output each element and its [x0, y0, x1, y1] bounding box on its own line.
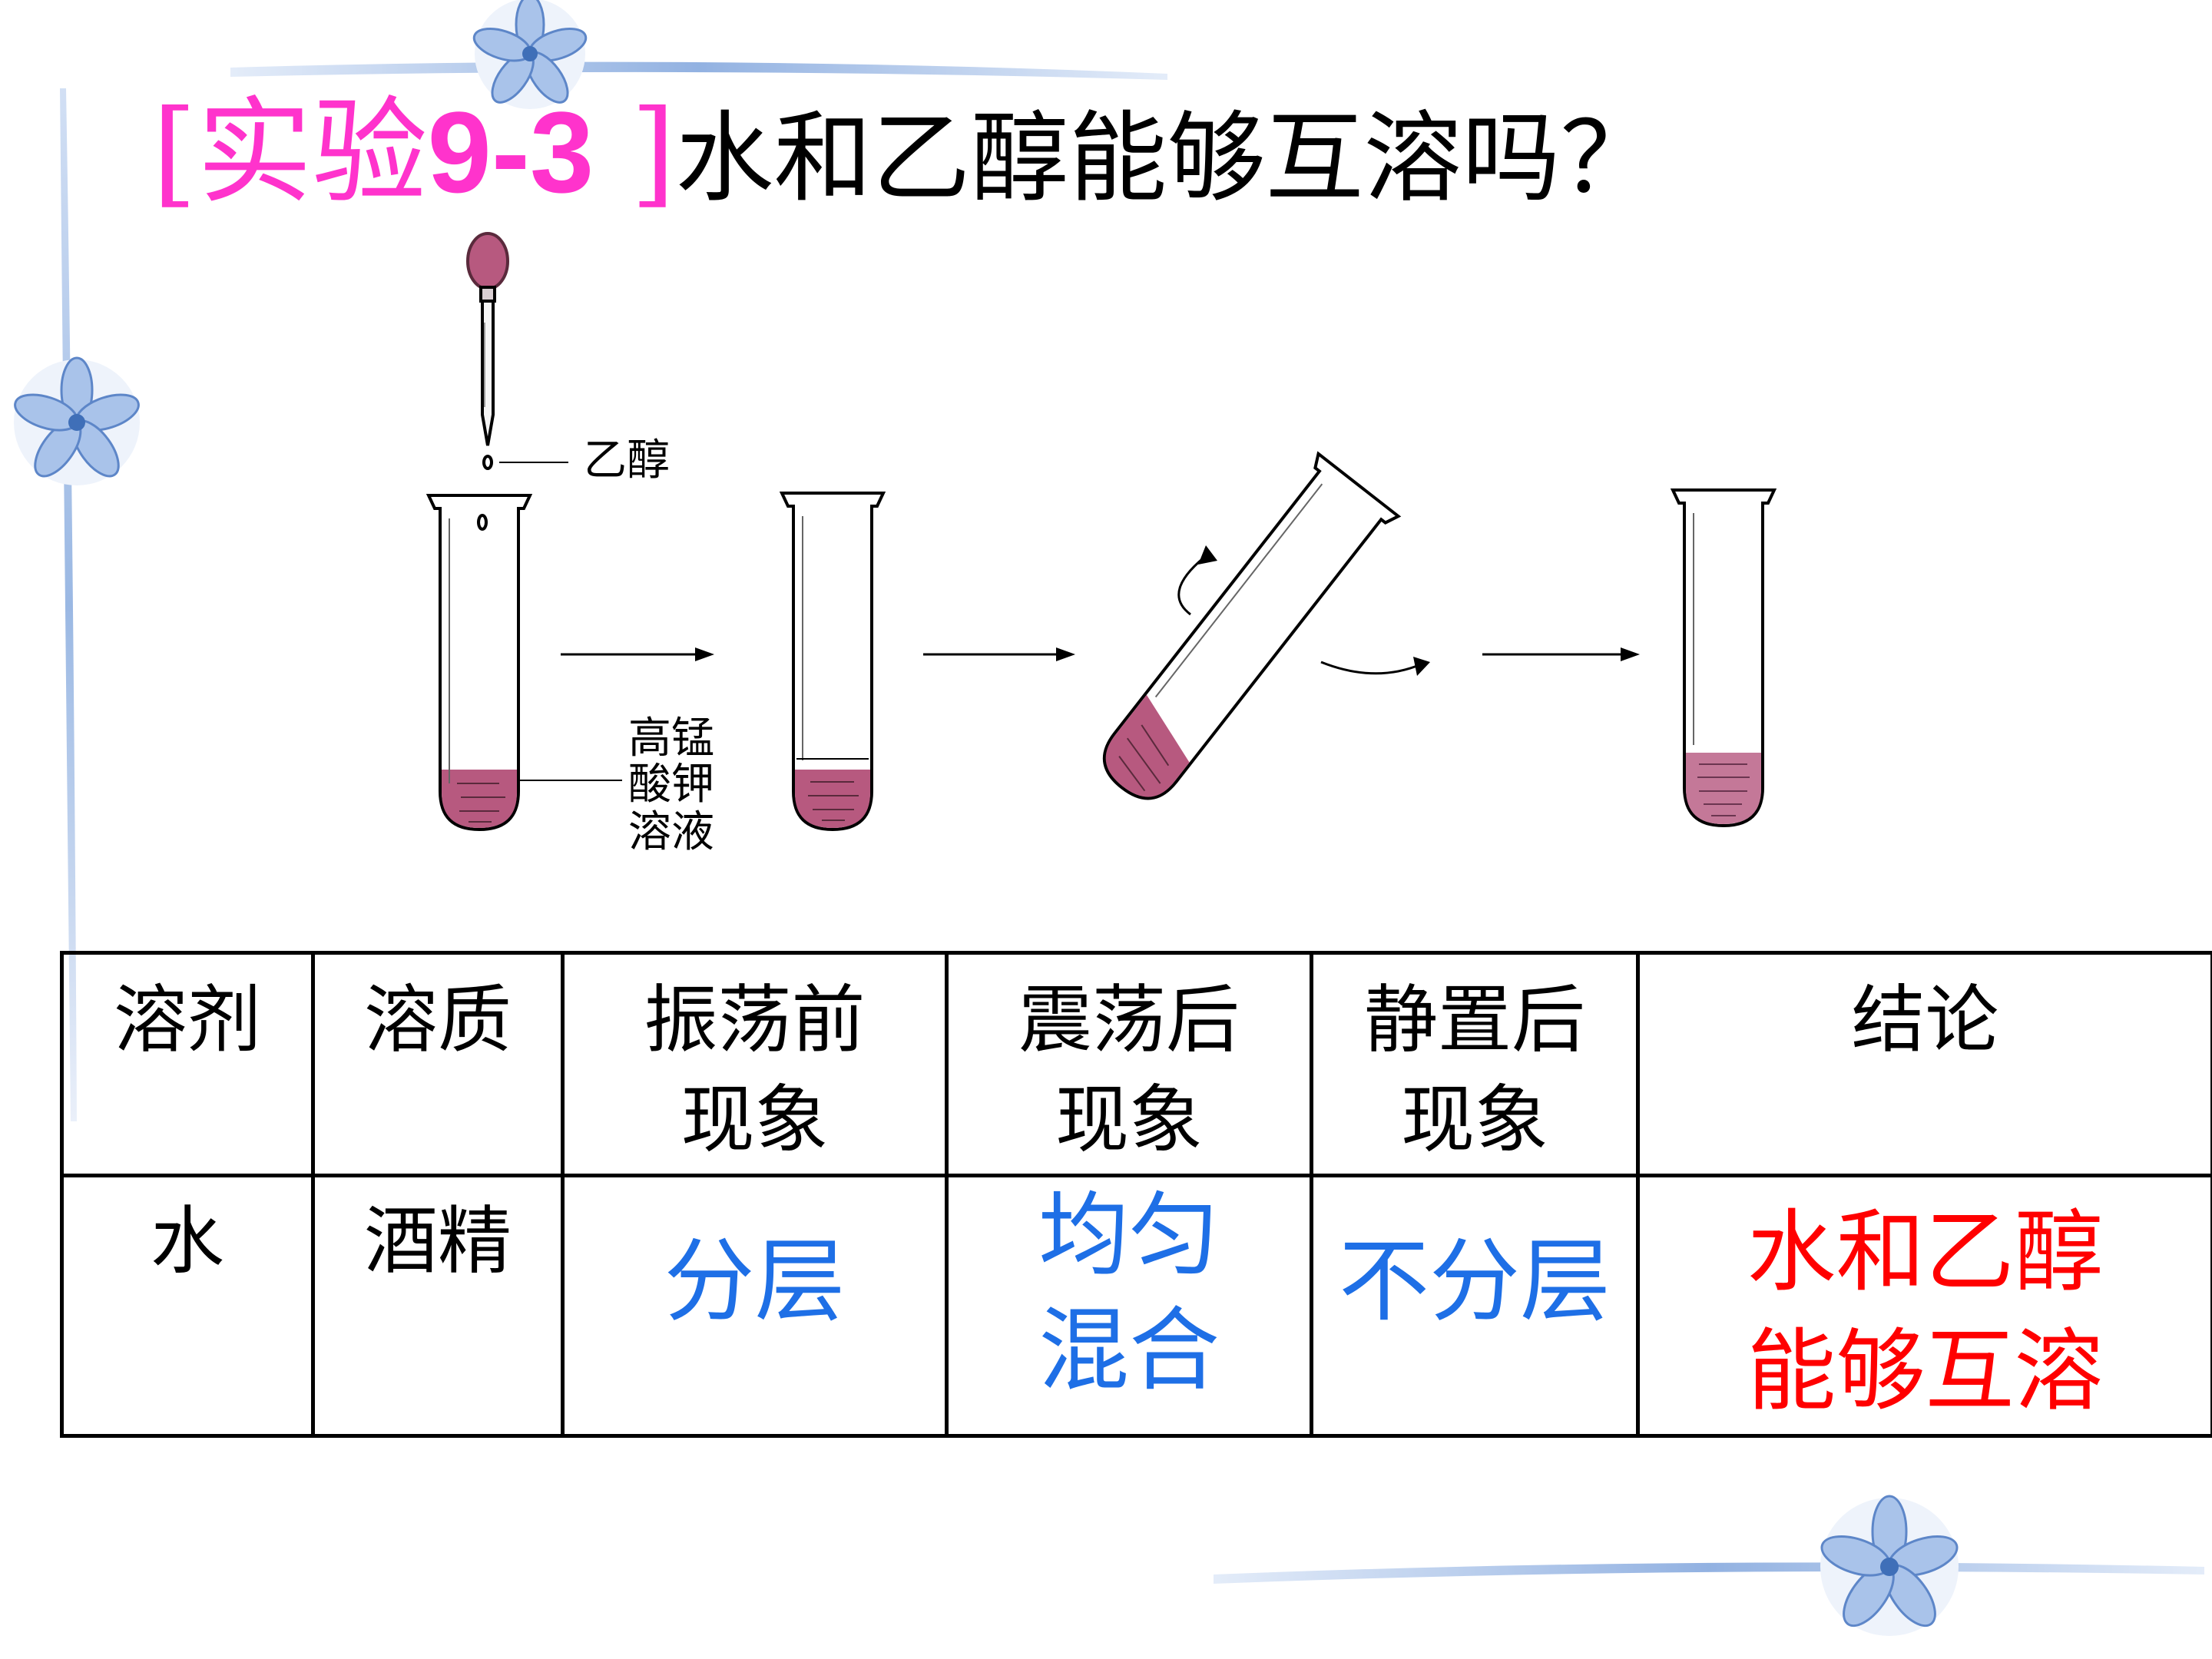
experiment-question: 水和乙醇能够互溶吗？	[675, 101, 1659, 216]
header-cell: 结论	[1636, 951, 2212, 1177]
solution-label-line: 酸钾	[628, 760, 714, 810]
header-cell: 溶质	[311, 951, 565, 1177]
test-tube-4	[1670, 488, 1777, 828]
after-shaking-cell: 均匀混合	[945, 1174, 1313, 1438]
flower-icon	[472, 0, 588, 109]
experiment-tag: [实验9-3 ]	[152, 86, 676, 220]
top-decor-line	[230, 61, 1167, 80]
dropper-icon	[466, 232, 509, 470]
header-cell: 静置后现象	[1310, 951, 1640, 1177]
solution-label-line: 溶液	[628, 807, 714, 857]
left-decor-line	[60, 88, 77, 1121]
solution-label-line: 高锰	[628, 714, 714, 763]
header-cell: 溶剂	[60, 951, 315, 1177]
header-cell: 震荡后现象	[945, 951, 1313, 1177]
table-row: 水 酒精 分层 均匀混合 不分层 水和乙醇能够互溶	[60, 1174, 2212, 1438]
experiment-diagram: 乙醇 高锰 酸钾 溶液	[426, 232, 1777, 857]
dropper-label: 乙醇	[584, 435, 670, 485]
slide-title: [实验9-3 ]水和乙醇能够互溶吗？	[152, 83, 1659, 221]
bottom-decor-line	[1214, 1562, 2204, 1584]
flower-icon	[14, 356, 140, 485]
conclusion-cell: 水和乙醇能够互溶	[1636, 1174, 2212, 1438]
solvent-cell: 水	[60, 1174, 315, 1438]
test-tube-3	[1103, 451, 1402, 800]
before-shaking-cell: 分层	[561, 1174, 949, 1438]
test-tube-2	[779, 492, 886, 832]
test-tube-1	[426, 494, 533, 832]
header-cell: 振荡前现象	[561, 951, 949, 1177]
table-header-row: 溶剂 溶质 振荡前现象 震荡后现象 静置后现象 结论	[60, 951, 2212, 1177]
after-standing-cell: 不分层	[1310, 1174, 1640, 1438]
solute-cell: 酒精	[311, 1174, 565, 1438]
flower-icon	[1820, 1495, 1959, 1636]
results-table: 溶剂 溶质 振荡前现象 震荡后现象 静置后现象 结论 水 酒精 分层 均匀混合 …	[60, 951, 2212, 1438]
